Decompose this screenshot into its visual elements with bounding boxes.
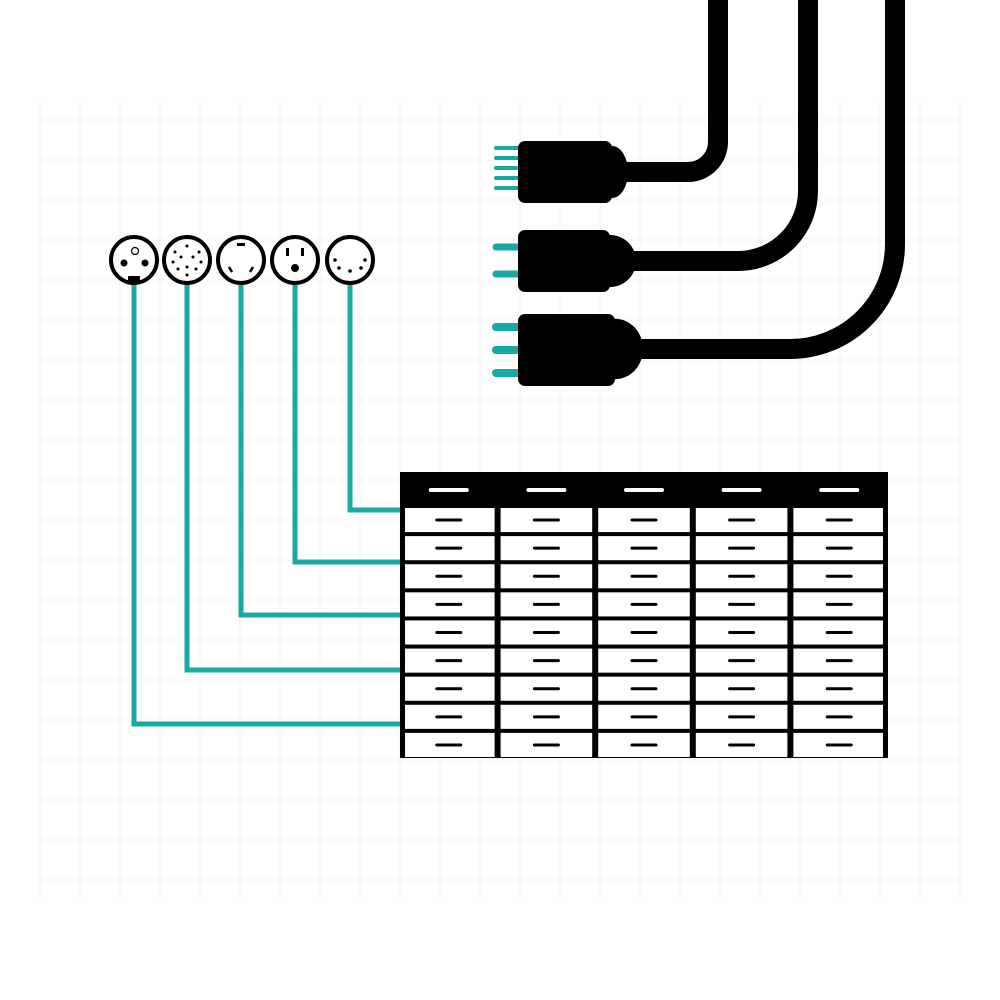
pin xyxy=(191,255,195,259)
pin xyxy=(199,260,203,264)
nema-outlet-icon xyxy=(270,235,320,285)
wire xyxy=(238,283,400,618)
plug-strain-relief xyxy=(595,318,643,380)
pin xyxy=(120,259,128,267)
key xyxy=(128,276,140,283)
connector-ring xyxy=(325,235,375,285)
wire xyxy=(347,283,400,513)
pin xyxy=(194,267,198,271)
blade xyxy=(248,266,255,273)
slot xyxy=(301,248,304,256)
3-prong-plug-icon xyxy=(492,0,905,386)
xlr-3pin-icon xyxy=(109,235,159,285)
pin xyxy=(185,273,189,277)
pin xyxy=(130,246,140,256)
wire xyxy=(131,283,400,727)
pin xyxy=(333,258,337,262)
pin xyxy=(171,260,175,264)
connector-ring xyxy=(162,235,212,285)
pin xyxy=(179,255,183,259)
plug-body xyxy=(518,141,612,203)
pin xyxy=(363,258,367,262)
blade xyxy=(227,266,234,273)
pin xyxy=(176,267,180,271)
slot xyxy=(286,248,289,256)
wire xyxy=(184,283,400,673)
din-5pin-icon xyxy=(325,235,375,285)
pin xyxy=(359,266,363,270)
plug-cables xyxy=(492,0,905,386)
plug-body xyxy=(518,230,610,292)
twist-lock-icon xyxy=(216,235,266,285)
ground-pin xyxy=(291,264,299,272)
patch-table xyxy=(400,472,888,758)
2-prong-plug-icon xyxy=(492,0,818,292)
connector-ring xyxy=(270,235,320,285)
plug-body xyxy=(518,314,615,386)
pin xyxy=(141,259,149,267)
pin xyxy=(173,250,177,254)
cable xyxy=(633,0,905,359)
pin xyxy=(185,265,189,269)
5-prong-plug-icon xyxy=(494,0,728,203)
teal-wires xyxy=(131,283,400,727)
multi-pin-icon xyxy=(162,235,212,285)
pin xyxy=(337,266,341,270)
connector-ring xyxy=(216,235,266,285)
plug-strain-relief xyxy=(590,234,637,288)
connector-icons xyxy=(109,235,375,285)
plug-strain-relief xyxy=(592,145,628,199)
pin xyxy=(348,269,352,273)
wire xyxy=(292,283,400,565)
blade xyxy=(237,243,245,246)
cable xyxy=(626,0,818,271)
pin xyxy=(185,244,189,248)
pin xyxy=(197,250,201,254)
cable xyxy=(618,0,728,182)
